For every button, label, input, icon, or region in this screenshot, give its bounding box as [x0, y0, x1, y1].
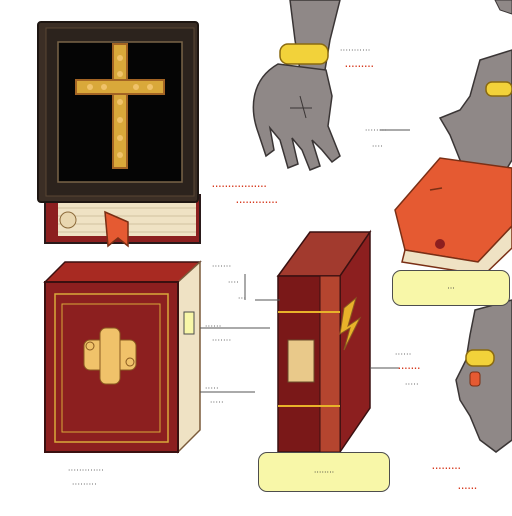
- callout-box-bottom: ········: [258, 452, 390, 492]
- callout-box-right: ···: [392, 270, 510, 306]
- label-mid-1: ·······: [212, 262, 232, 271]
- red-book-gold-emblem: [43, 260, 202, 454]
- connector-lines: [200, 129, 410, 393]
- cross-icon: [75, 43, 165, 169]
- label-left-2: ·······: [212, 336, 232, 345]
- label-right-3: ·····: [405, 380, 419, 389]
- label-hand-top-3: ········: [365, 126, 388, 135]
- lightning-emblem-icon: [339, 296, 362, 351]
- hand-with-ring: [455, 299, 512, 453]
- label-left-4: ·····: [210, 398, 224, 407]
- hand-on-bible: [394, 0, 512, 276]
- ornament-icon: [83, 327, 137, 385]
- label-mid-2: ····: [228, 278, 240, 287]
- label-bottom-right-1: ·········: [432, 464, 462, 473]
- hand-with-bracelet: [252, 0, 341, 171]
- label-center-2: ·············: [236, 198, 279, 207]
- label-left-1: ······: [205, 322, 222, 331]
- brown-book-ribbon: [276, 229, 372, 455]
- callout-box-right-text: ···: [447, 283, 455, 293]
- label-hand-top-1: ···········: [340, 46, 371, 55]
- ribbon-bookmark: [104, 210, 129, 248]
- label-bottom-left-2: ·········: [72, 480, 98, 489]
- label-right-2: ·······: [398, 364, 421, 373]
- label-hand-top-2: ·········: [345, 62, 375, 71]
- label-bottom-left-1: ·············: [68, 466, 105, 475]
- bible-with-cross: [37, 21, 201, 248]
- callout-box-bottom-text: ········: [313, 467, 335, 477]
- label-mid-3: ···: [238, 294, 247, 303]
- label-left-3: ·····: [205, 384, 219, 393]
- label-hand-top-4: ····: [372, 142, 384, 151]
- label-bottom-right-2: ······: [458, 484, 478, 493]
- label-right-1: ······: [395, 350, 412, 359]
- label-center-1: ·················: [212, 182, 267, 191]
